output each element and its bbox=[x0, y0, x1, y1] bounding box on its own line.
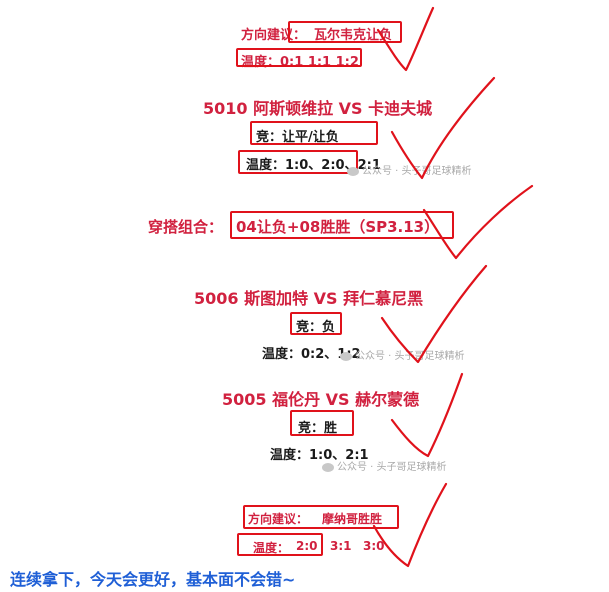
watermark: 公众号 · 头子哥足球精析 bbox=[322, 458, 447, 473]
wechat-icon bbox=[340, 351, 352, 361]
match-title-5005: 5005 福伦丹 VS 赫尔蒙德 bbox=[222, 390, 420, 409]
temp-value-last-2: 3:1 bbox=[330, 539, 352, 553]
check-mark-icon bbox=[390, 372, 464, 458]
check-mark-icon bbox=[390, 76, 496, 180]
temp-value-last-3: 3:0 bbox=[363, 539, 385, 553]
temp-5005: 温度：1:0、2:1 bbox=[270, 448, 369, 463]
match-title-5010: 5010 阿斯顿维拉 VS 卡迪夫城 bbox=[203, 99, 433, 118]
pick-5010: 竞：让平/让负 bbox=[256, 130, 339, 145]
watermark: 公众号 · 头子哥足球精析 bbox=[340, 347, 465, 362]
pick-5005: 竞：胜 bbox=[298, 421, 338, 436]
direction-box-last bbox=[243, 505, 399, 529]
direction-value-last: 摩纳哥胜胜 bbox=[322, 512, 383, 526]
pick-box-5006 bbox=[290, 312, 342, 335]
wechat-icon bbox=[347, 166, 359, 176]
pick-5006: 竞：负 bbox=[296, 320, 336, 335]
temp-5006: 温度：0:2、1:2 bbox=[262, 347, 361, 362]
temp-box bbox=[236, 48, 362, 67]
check-mark-icon bbox=[422, 184, 534, 260]
match-title-5006: 5006 斯图加特 VS 拜仁慕尼黑 bbox=[194, 289, 424, 308]
temp-value-last-1: 2:0 bbox=[296, 539, 318, 553]
footer-text: 连续拿下，今天会更好，基本面不会错~ bbox=[10, 570, 296, 589]
pick-box-5010 bbox=[250, 121, 378, 145]
temp-label-last: 温度： bbox=[253, 541, 290, 555]
check-mark-icon bbox=[372, 482, 448, 568]
combo-label: 穿搭组合： bbox=[148, 218, 224, 236]
combo-value: 04让负+08胜胜（SP3.13） bbox=[236, 218, 440, 236]
temp-box-last bbox=[237, 533, 323, 556]
check-mark-icon bbox=[380, 264, 488, 364]
direction-label-last: 方向建议： bbox=[248, 512, 309, 526]
wechat-icon bbox=[322, 462, 334, 472]
combo-box bbox=[230, 211, 454, 239]
check-mark-icon bbox=[376, 6, 435, 72]
direction-box bbox=[288, 21, 402, 43]
direction-value: 瓦尔韦克让负 bbox=[314, 28, 393, 43]
pick-box-5005 bbox=[290, 410, 354, 436]
temp-box-5010 bbox=[238, 150, 358, 174]
